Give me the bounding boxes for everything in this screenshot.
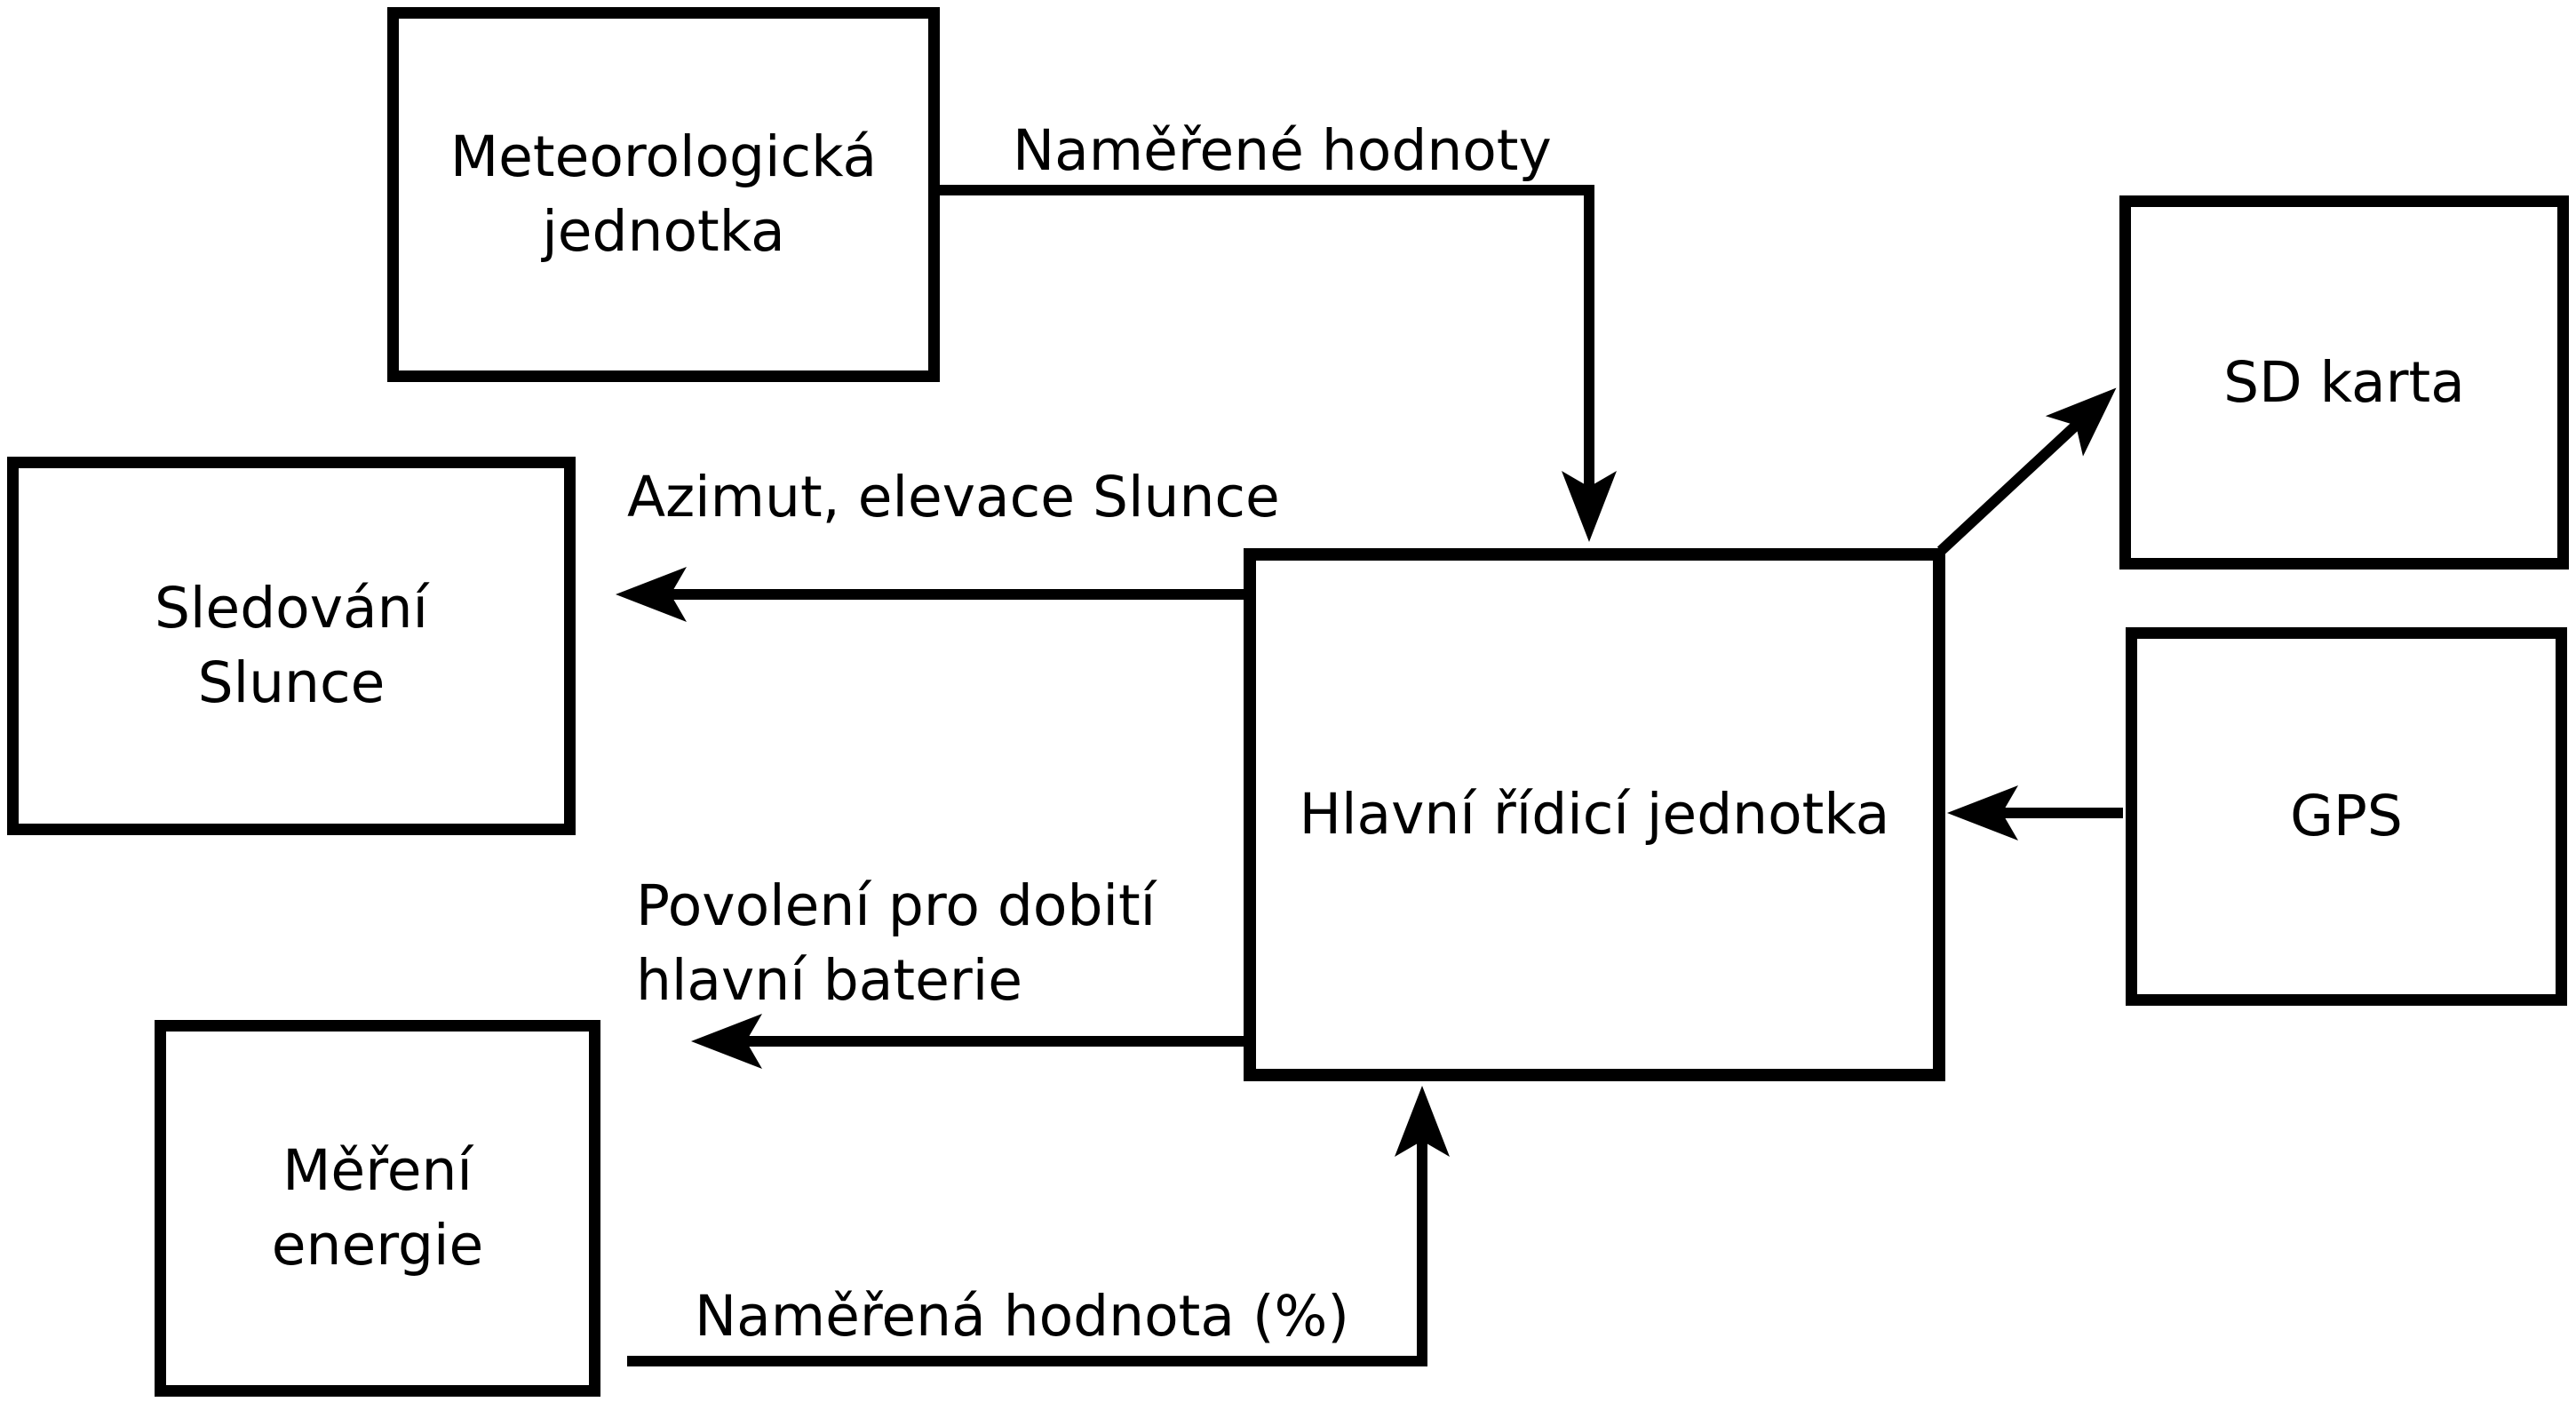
box-energy-measurement: Měření energie bbox=[155, 1020, 600, 1397]
edge-label-charge-permission: Povolení pro dobití hlavní baterie bbox=[636, 873, 1157, 1013]
box-main-control-unit-label: Hlavní řídicí jednotka bbox=[1299, 782, 1890, 847]
box-sd-card: SD karta bbox=[2119, 195, 2569, 570]
edge-label-azimuth-elevation: Azimut, elevace Slunce bbox=[627, 465, 1280, 530]
box-sun-tracking-label: Sledování Slunce bbox=[154, 576, 429, 715]
box-main-control-unit: Hlavní řídicí jednotka bbox=[1244, 548, 1945, 1081]
box-meteorological-unit: Meteorologická jednotka bbox=[387, 7, 940, 382]
box-sd-card-label: SD karta bbox=[2223, 349, 2465, 415]
edge-label-measured-values: Naměřené hodnoty bbox=[1013, 118, 1552, 183]
box-meteorological-unit-label: Meteorologická jednotka bbox=[449, 124, 878, 264]
edge-main-to-sd-card-arrow bbox=[1936, 387, 2117, 555]
edge-energy-to-main-arrow bbox=[627, 1086, 1450, 1366]
edge-label-measured-value-percent: Naměřená hodnota (%) bbox=[695, 1284, 1349, 1349]
box-sun-tracking: Sledování Slunce bbox=[7, 457, 576, 835]
edge-meteo-to-main-arrow bbox=[934, 185, 1617, 542]
box-gps-label: GPS bbox=[2290, 784, 2403, 848]
box-energy-measurement-label: Měření energie bbox=[271, 1138, 484, 1278]
box-gps: GPS bbox=[2126, 627, 2567, 1006]
